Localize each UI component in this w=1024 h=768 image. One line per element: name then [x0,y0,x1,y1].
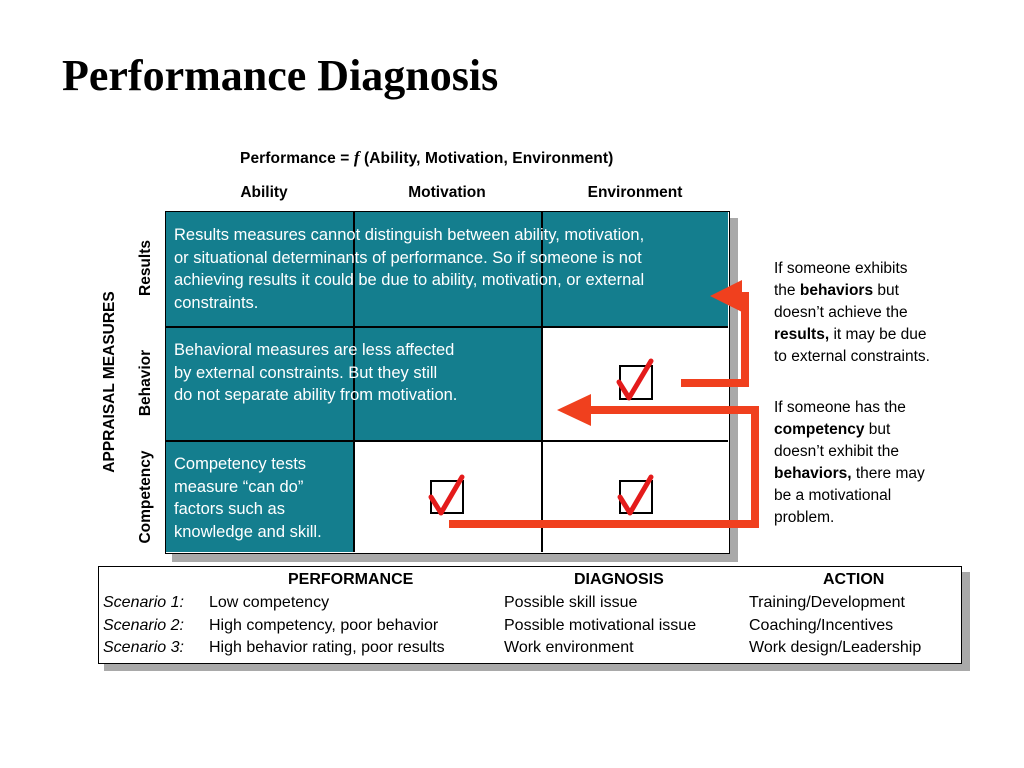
behavior-text-line: by external constraints. But they still [174,363,438,382]
column-header-motivation: Motivation [408,184,486,201]
column-header-environment: Environment [587,184,683,201]
note-line: doesn’t exhibit the [774,443,899,460]
note-line: the behaviors but [774,280,930,302]
check-icon [617,474,654,516]
competency-cell-text: Competency tests measure “can do” factor… [174,453,322,543]
scenario-label: Scenario 3: [103,639,184,656]
checkbox-behavior-environment [616,358,654,401]
table-header-performance: PERFORMANCE [288,571,414,588]
note-line: competency but [774,419,925,441]
note-line: to external constraints. [774,348,930,365]
results-text-line: constraints. [174,293,259,312]
note-text: but [864,421,891,438]
side-note-behavior: If someone has the competency but doesn’… [774,397,925,529]
checkbox-competency-environment [617,474,654,516]
table-cell: High competency, poor behavior [209,617,439,634]
competency-text-line: Competency tests [174,455,307,473]
table-header-diagnosis: DIAGNOSIS [574,571,664,588]
note-emphasis: results, [774,326,830,343]
results-row-fill [166,212,728,326]
note-line: results, it may be due [774,324,930,346]
note-text: but [873,282,899,299]
note-text: it may be due [829,326,927,343]
behavior-text-line: do not separate ability from motivation. [174,386,458,404]
note-line: If someone has the [774,399,906,416]
arrow-behavior-to-results [681,280,749,387]
note-line: behaviors, there may [774,463,925,485]
table-cell: Coaching/Incentives [749,617,894,634]
scenario-label: Scenario 2: [103,617,184,634]
grid-line-h1 [166,326,728,328]
check-icon [616,358,654,401]
table-row: Scenario 3: [103,639,184,657]
note-text: there may [851,465,925,482]
arrow-competency-to-behavior [449,394,759,528]
formula: Performance = f (Ability, Motivation, En… [240,148,613,168]
table-cell: Training/Development [749,594,905,611]
scenario-table: PERFORMANCE DIAGNOSIS ACTION Scenario 1:… [98,566,962,664]
formula-suffix: (Ability, Motivation, Environment) [359,150,614,167]
side-note-results: If someone exhibits the behaviors but do… [774,258,930,368]
results-cell-text: Results measures cannot distinguish betw… [174,224,644,314]
note-emphasis: competency [774,421,865,438]
formula-prefix: Performance = [240,150,354,167]
competency-ability-fill [166,440,353,552]
column-header-ability: Ability [240,184,288,201]
competency-text-line: measure “can do” [174,477,304,496]
table-cell: Work environment [504,639,634,656]
table-cell: Work design/Leadership [749,639,922,656]
competency-text-line: factors such as [174,500,285,518]
table-cell: Low competency [209,594,330,611]
behavior-text-line: Behavioral measures are less affected [174,341,455,359]
table-cell: Possible skill issue [504,594,638,611]
note-line: doesn’t achieve the [774,304,908,321]
grid-line-v2 [541,212,543,552]
page-title: Performance Diagnosis [62,51,499,100]
table-header-action: ACTION [823,571,885,588]
results-text-line: or situational determinants of performan… [174,248,642,267]
grid-line-v1 [353,212,355,552]
formula-function: f [353,148,360,167]
table-cell: High behavior rating, poor results [209,639,445,656]
note-line: be a motivational [774,487,892,504]
competency-text-line: knowledge and skill. [174,522,322,541]
checkbox-competency-motivation [428,474,465,516]
table-row: Scenario 2: [103,617,184,635]
note-line: problem. [774,509,835,526]
results-text-line: achieving results it could be due to abi… [174,271,645,289]
table-cell: Possible motivational issue [504,617,697,634]
behavior-cell-text: Behavioral measures are less affected by… [174,339,457,407]
table-row: Scenario 1: [103,594,184,612]
note-emphasis: behaviors [799,282,874,299]
scenario-label: Scenario 1: [103,594,184,611]
note-emphasis: behaviors, [774,465,852,482]
note-text: the [774,282,800,299]
note-line: If someone exhibits [774,260,908,277]
results-text-line: Results measures cannot distinguish betw… [174,226,645,244]
grid-line-h2 [166,440,728,442]
check-icon [428,474,465,516]
